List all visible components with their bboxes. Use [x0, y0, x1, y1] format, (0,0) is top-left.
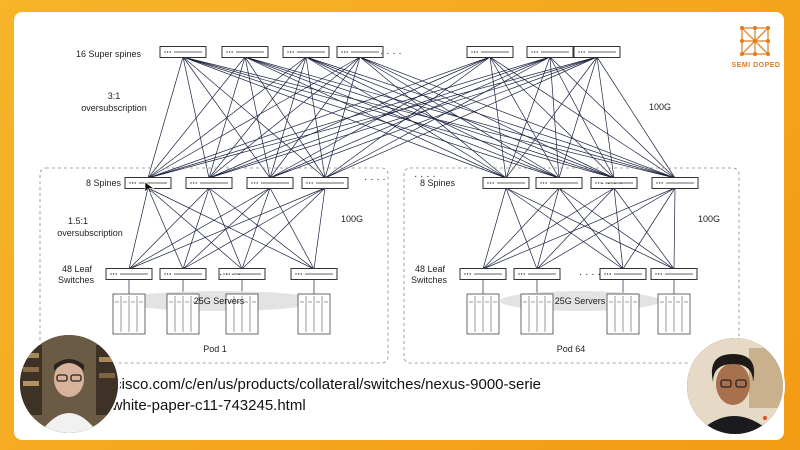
pod1-server-rack	[225, 293, 259, 335]
pod1-speed-label: 100G	[341, 214, 363, 224]
pod1-servers-label: 25G Servers	[194, 296, 245, 306]
pod1-name: Pod 1	[203, 344, 227, 354]
pod1-leaf-ellipsis: · · · ·	[219, 269, 241, 280]
super-spine-switch	[466, 46, 514, 58]
pod-64-box	[403, 167, 740, 364]
pod64-leaf-label-2: Switches	[411, 275, 448, 285]
pod-1-box	[39, 167, 389, 364]
pod64-leaf-label-1: 48 Leaf	[415, 264, 446, 274]
mid-ellipsis-left: · · · ·	[364, 174, 386, 185]
pod64-spine-switch	[482, 177, 530, 189]
mouse-cursor-icon	[144, 181, 155, 194]
url-line-2: s/white-paper-c11-743245.html	[100, 397, 306, 414]
top-oversub-ratio: 3:1	[108, 91, 121, 101]
pod1-server-rack	[166, 293, 200, 335]
pod64-leaf-switch	[459, 268, 507, 280]
super-spine-ellipsis: · · · ·	[380, 48, 402, 59]
pod1-oversub-label: oversubscription	[57, 228, 123, 238]
super-spine-switch	[159, 46, 207, 58]
pod1-leaf-switch	[290, 268, 338, 280]
logo-text: SEMI DOPED	[732, 62, 781, 69]
links-layer	[128, 56, 676, 294]
pod1-leaf-label-2: Switches	[58, 275, 95, 285]
top-oversub-label: oversubscription	[81, 103, 147, 113]
pod64-name: Pod 64	[557, 344, 586, 354]
pod64-servers-label: 25G Servers	[555, 296, 606, 306]
pod1-leaf-switch	[105, 268, 153, 280]
pod64-spine-ellipsis: · · · ·	[601, 178, 623, 189]
pod64-server-rack	[606, 293, 640, 335]
pod64-server-rack	[520, 293, 554, 335]
super-spines-label: 16 Super spines	[76, 49, 142, 59]
pod64-spines-label: 8 Spines	[420, 178, 456, 188]
pod1-oversub-ratio: 1.5:1	[68, 216, 88, 226]
url-caption[interactable]: w.cisco.com/c/en/us/products/collateral/…	[100, 374, 541, 416]
pod64-spine-switch	[590, 177, 638, 189]
switches-layer	[105, 46, 699, 280]
semi-doped-logo: SEMI DOPED	[732, 26, 781, 69]
pod1-server-rack	[297, 293, 331, 335]
url-line-1: w.cisco.com/c/en/us/products/collateral/…	[100, 376, 542, 393]
pod64-leaf-switch	[513, 268, 561, 280]
pod64-server-rack	[657, 293, 691, 335]
top-speed-label: 100G	[649, 102, 671, 112]
pod1-spine-switch	[185, 177, 233, 189]
super-spine-switch	[282, 46, 330, 58]
network-topology-diagram: 25G Servers 25G Servers 16 Super spines 3…	[39, 46, 740, 364]
pod1-leaf-label-1: 48 Leaf	[62, 264, 93, 274]
pod1-leaf-switch	[159, 268, 207, 280]
pod1-spine-switch	[246, 177, 294, 189]
servers-layer: 25G Servers 25G Servers	[112, 291, 691, 335]
mid-ellipsis-right: · · · ·	[414, 171, 436, 182]
pod1-spine-switch	[301, 177, 349, 189]
pod1-spines-label: 8 Spines	[86, 178, 122, 188]
pod64-spine-switch	[535, 177, 583, 189]
pod1-leaf-switch	[218, 268, 266, 280]
pod64-speed-label: 100G	[698, 214, 720, 224]
pod64-spine-switch	[651, 177, 699, 189]
presenter-video-left	[18, 333, 120, 435]
pod64-leaf-ellipsis: · · · ·	[579, 269, 601, 280]
pod64-leaf-switch	[650, 268, 698, 280]
super-spine-switch	[573, 46, 621, 58]
pod64-server-rack	[466, 293, 500, 335]
super-spine-switch	[336, 46, 384, 58]
pod64-leaf-switch	[599, 268, 647, 280]
super-spine-switch	[526, 46, 574, 58]
presenter-video-right	[685, 336, 785, 436]
slide: 25G Servers 25G Servers 16 Super spines 3…	[14, 12, 784, 440]
pod1-server-rack	[112, 293, 146, 335]
super-spine-switch	[221, 46, 269, 58]
